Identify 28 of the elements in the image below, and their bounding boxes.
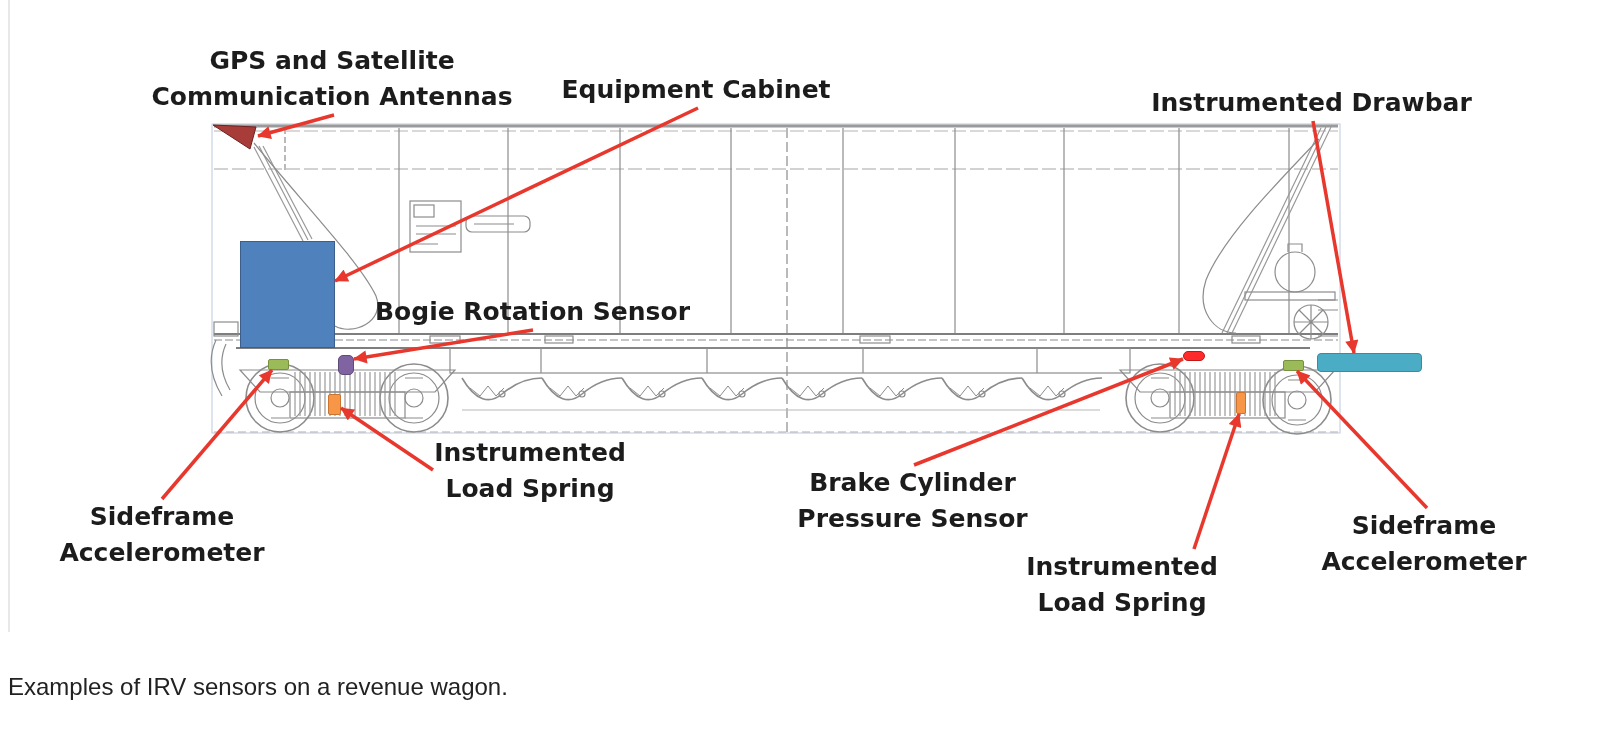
leader-arrow: [1192, 413, 1242, 550]
cabinet-block: [240, 241, 335, 348]
drawbar-marker: [1317, 353, 1422, 372]
part-label: Instrumented Load Spring: [1025, 549, 1219, 621]
antenna-marker: [212, 124, 258, 151]
part-label: Sideframe Accelerometer: [58, 499, 266, 571]
leader-arrow: [1311, 120, 1359, 354]
part-label: Sideframe Accelerometer: [1320, 508, 1528, 580]
part-label: GPS and Satellite Communication Antennas: [150, 43, 514, 115]
sensor-marker: [338, 355, 354, 375]
accelerometer-marker: [268, 359, 289, 370]
leader-arrow: [160, 368, 274, 501]
load-spring-marker: [1236, 392, 1246, 414]
leader-arrow: [334, 106, 699, 283]
part-label: Bogie Rotation Sensor: [374, 294, 691, 330]
brake-sensor-marker: [1183, 351, 1205, 361]
part-label: Instrumented Drawbar: [1150, 85, 1473, 121]
leader-arrow: [353, 328, 534, 364]
leader-arrow: [257, 113, 335, 140]
accelerometer-marker: [1283, 360, 1304, 371]
leader-arrow: [913, 357, 1184, 467]
part-label: Equipment Cabinet: [560, 72, 832, 108]
part-label: Brake Cylinder Pressure Sensor: [796, 465, 1029, 537]
leader-arrow: [1295, 369, 1429, 510]
leader-arrow: [340, 406, 434, 472]
load-spring-marker: [328, 394, 341, 415]
part-label: Instrumented Load Spring: [433, 435, 627, 507]
caption: Examples of IRV sensors on a revenue wagon.: [8, 672, 508, 702]
